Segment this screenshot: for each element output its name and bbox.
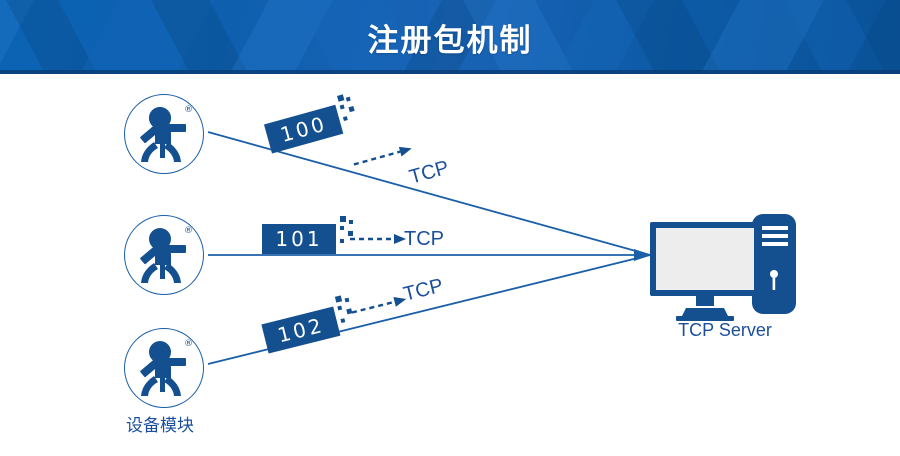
registered-mark-3: ® [184, 339, 193, 349]
tcp-label-2: TCP [404, 228, 444, 250]
packet-id-2: 101 [262, 224, 336, 254]
wire-device-1 [207, 131, 651, 256]
tcp-arrow-2 [350, 234, 406, 244]
device-node-3[interactable]: ® [124, 328, 204, 408]
packet-pixel [340, 216, 346, 222]
tcp-arrow-1 [353, 146, 412, 166]
page-title: 注册包机制 [367, 22, 533, 58]
converge-arrowhead [634, 249, 652, 261]
devices-caption: 设备模块 [126, 416, 194, 435]
header-bottom-rule [0, 70, 900, 74]
server-node[interactable] [648, 212, 800, 324]
packet-pixel [340, 239, 344, 243]
packet-pixel [348, 231, 353, 236]
person-module-icon: ® [140, 105, 193, 162]
server-computer-icon [650, 214, 796, 321]
registered-mark-1: ® [184, 105, 193, 115]
person-module-icon: ® [140, 339, 193, 396]
tcp-arrow-3 [351, 297, 407, 314]
packet-pixel [340, 226, 344, 230]
device-node-1[interactable]: ® [124, 94, 204, 174]
diagram-canvas: ® 100 TCP ® [0, 74, 900, 456]
person-module-icon: ® [140, 226, 193, 283]
packet-pixel [349, 220, 353, 224]
page-header: 注册包机制 [0, 0, 900, 74]
server-label: TCP Server [678, 320, 772, 340]
packet-block-2[interactable]: 101 [262, 216, 353, 254]
device-node-2[interactable]: ® [124, 215, 204, 295]
registered-mark-2: ® [184, 226, 193, 236]
